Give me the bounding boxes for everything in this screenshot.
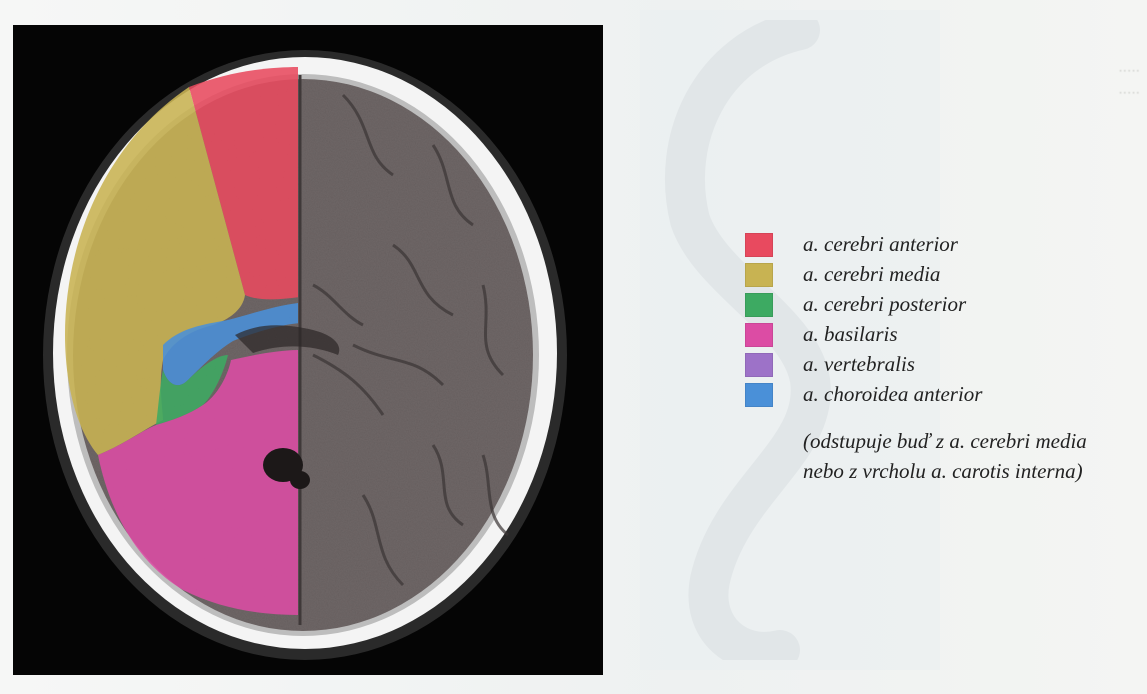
legend-label: a. cerebri anterior	[803, 232, 958, 257]
legend-swatch	[745, 323, 773, 347]
legend-label: a. basilaris	[803, 322, 898, 347]
show-through-text: ····· ·····	[1040, 60, 1140, 104]
legend: a. cerebri anterior a. cerebri media a. …	[745, 230, 1140, 410]
legend-item: a. choroidea anterior	[745, 380, 1140, 410]
legend-label: a. cerebri posterior	[803, 292, 966, 317]
legend-item: a. cerebri posterior	[745, 290, 1140, 320]
legend-label: a. vertebralis	[803, 352, 915, 377]
legend-label: a. cerebri media	[803, 262, 940, 287]
legend-swatch	[745, 383, 773, 407]
legend-item: a. cerebri media	[745, 260, 1140, 290]
legend-note: (odstupuje buď z a. cerebri media nebo z…	[803, 426, 1143, 486]
legend-item: a. vertebralis	[745, 350, 1140, 380]
legend-note-line-1: (odstupuje buď z a. cerebri media	[803, 426, 1143, 456]
legend-item: a. basilaris	[745, 320, 1140, 350]
legend-swatch	[745, 293, 773, 317]
legend-swatch	[745, 263, 773, 287]
legend-note-line-2: nebo z vrcholu a. carotis interna)	[803, 456, 1143, 486]
legend-item: a. cerebri anterior	[745, 230, 1140, 260]
ct-scan-graphic	[13, 25, 603, 675]
legend-swatch	[745, 233, 773, 257]
legend-label: a. choroidea anterior	[803, 382, 982, 407]
ct-scan-image	[13, 25, 603, 675]
legend-swatch	[745, 353, 773, 377]
